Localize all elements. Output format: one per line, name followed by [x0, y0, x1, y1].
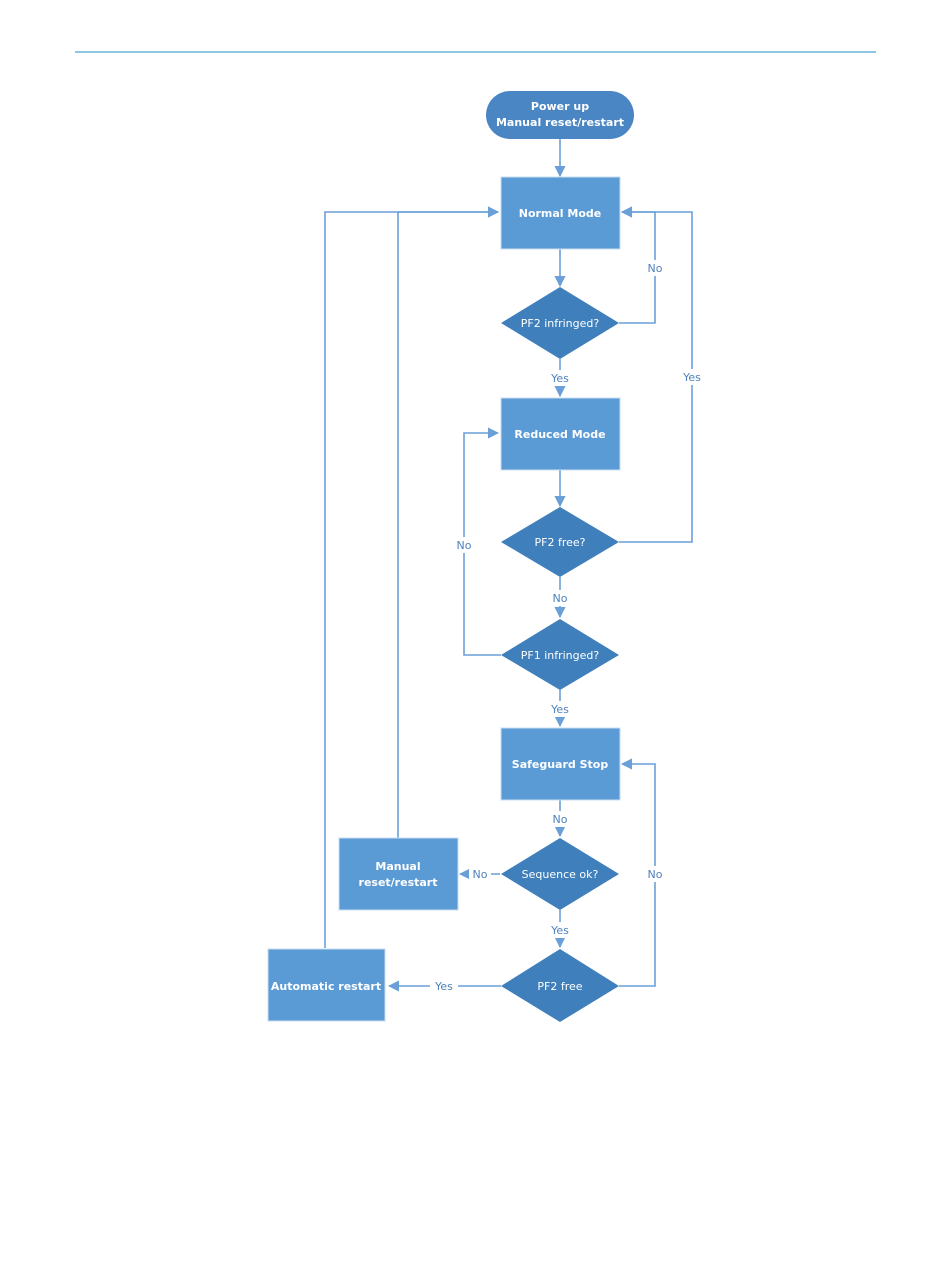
label-pf2-free-q-yes: Yes [682, 371, 701, 384]
normal-mode-label: Normal Mode [519, 207, 602, 220]
sequence-ok-label: Sequence ok? [522, 868, 599, 881]
pf2-infringed-label: PF2 infringed? [521, 317, 600, 330]
reduced-mode-label: Reduced Mode [514, 428, 605, 441]
manual-reset-box: Manual reset/restart [339, 838, 458, 910]
normal-mode-box: Normal Mode [501, 177, 620, 249]
label-pf2-infringed-no: No [648, 262, 663, 275]
label-safeguard-to-sequence-no: No [553, 813, 568, 826]
label-pf1-infringed-no: No [457, 539, 472, 552]
sequence-ok-decision: Sequence ok? [501, 838, 619, 910]
pf2-free-question-label: PF2 free? [535, 536, 586, 549]
pf2-free-label: PF2 free [537, 980, 582, 993]
label-sequence-no: No [473, 868, 488, 881]
automatic-restart-box: Automatic restart [268, 949, 385, 1021]
pf1-infringed-decision: PF1 infringed? [501, 619, 619, 690]
edge-manual-to-normal [398, 212, 498, 838]
label-pf2-free-q-no: No [553, 592, 568, 605]
label-sequence-yes: Yes [550, 924, 569, 937]
safeguard-stop-label: Safeguard Stop [512, 758, 609, 771]
start-terminator: Power up Manual reset/restart [486, 91, 634, 139]
safeguard-stop-box: Safeguard Stop [501, 728, 620, 800]
automatic-restart-label: Automatic restart [271, 980, 381, 993]
start-line1: Power up [531, 100, 589, 113]
start-line2: Manual reset/restart [496, 116, 624, 129]
pf2-free-decision: PF2 free [501, 949, 619, 1022]
label-pf2-free-yes: Yes [434, 980, 453, 993]
label-pf1-infringed-yes: Yes [550, 703, 569, 716]
pf2-free-question-decision: PF2 free? [501, 507, 619, 577]
manual-reset-line2: reset/restart [359, 876, 438, 889]
label-pf2-infringed-yes: Yes [550, 372, 569, 385]
label-pf2-free-no: No [648, 868, 663, 881]
pf2-infringed-decision: PF2 infringed? [501, 287, 619, 359]
pf1-infringed-label: PF1 infringed? [521, 649, 600, 662]
reduced-mode-box: Reduced Mode [501, 398, 620, 470]
manual-reset-line1: Manual [375, 860, 420, 873]
